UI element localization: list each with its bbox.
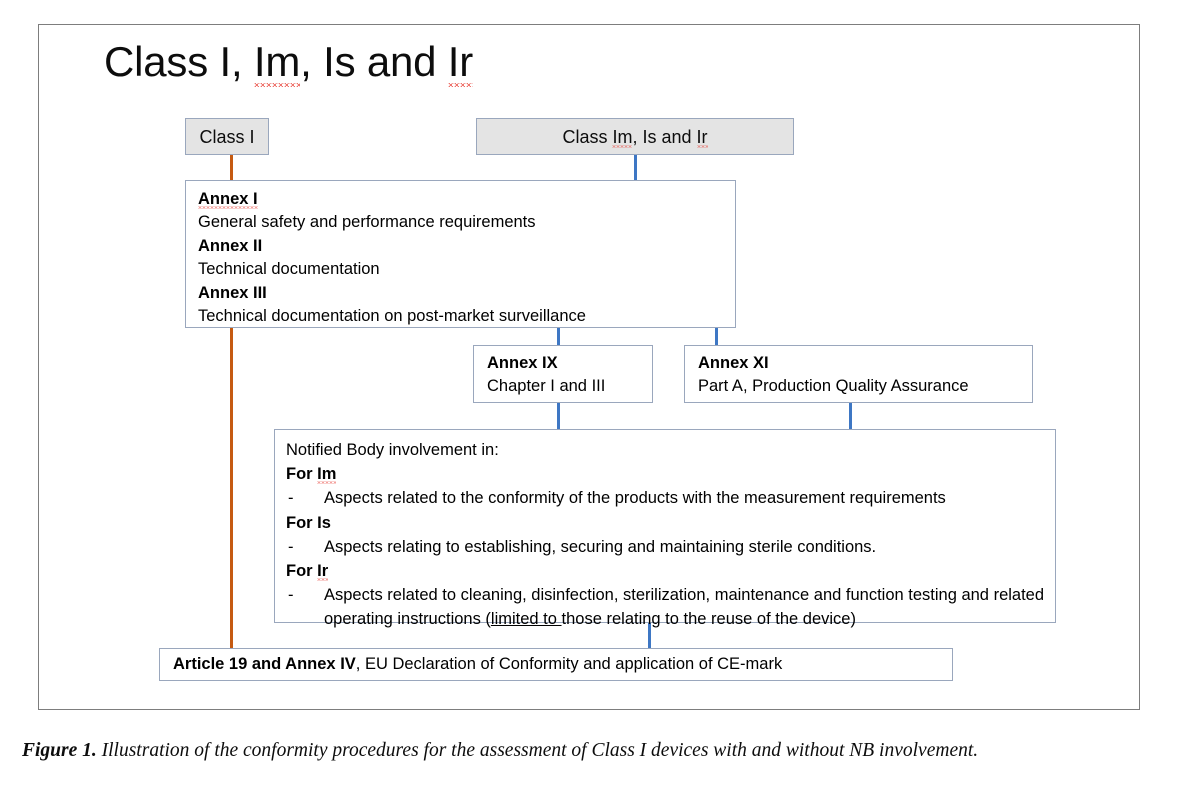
- diagram-title-part-1: Class I,: [104, 38, 254, 85]
- node-annex-xi: Annex XI Part A, Production Quality Assu…: [684, 345, 1033, 403]
- bullet-dash-icon: -: [288, 586, 294, 605]
- bullet-dash-icon: -: [288, 537, 294, 556]
- class-mir-part-1: Class: [562, 126, 613, 147]
- connector-class-i-to-annex-main: [230, 155, 233, 180]
- node-class-i-label: Class I: [199, 126, 255, 147]
- class-mir-part-2: Im: [612, 126, 633, 147]
- connector-annex-ix-to-notified-body: [557, 403, 560, 429]
- connector-annex-main-to-article: [230, 328, 233, 648]
- nb-intro: Notified Body involvement in:: [286, 441, 499, 459]
- figure-caption-label: Figure 1.: [22, 740, 97, 761]
- article-19-text: Article 19 and Annex IV, EU Declaration …: [173, 655, 782, 674]
- article-19-rest: , EU Declaration of Conformity and appli…: [355, 655, 783, 673]
- node-class-im-is-ir: Class Im, Is and Ir: [476, 118, 794, 155]
- figure-caption: Figure 1. Illustration of the conformity…: [22, 736, 1156, 765]
- nb-bullet-im-1-text: Aspects related to the conformity of the…: [324, 489, 946, 508]
- figure-caption-text: Illustration of the conformity procedure…: [96, 740, 979, 761]
- annex-ix-body: Chapter I and III: [487, 377, 606, 396]
- annex-main-line-annex-iii-desc: Technical documentation on post-market s…: [198, 307, 586, 326]
- nb-bullet-ir-1-text: Aspects related to cleaning, disinfectio…: [324, 586, 1045, 629]
- annex-main-line-annex-ii-desc: Technical documentation: [198, 260, 380, 279]
- article-19-bold-prefix: Article 19 and Annex IV: [173, 655, 356, 673]
- diagram-title: Class I, Im, Is and Ir: [104, 36, 473, 88]
- nb-bullet-im-1: - Aspects related to the conformity of t…: [286, 486, 1055, 510]
- nb-bullet-ir-1: - Aspects related to cleaning, disinfect…: [286, 583, 1055, 631]
- node-annex-main: Annex I General safety and performance r…: [185, 180, 736, 328]
- annex-main-line-annex-ii: Annex II: [198, 236, 263, 255]
- nb-heading-for-im: For Im: [286, 465, 337, 484]
- diagram-title-part-2: Im: [253, 38, 301, 85]
- connector-annex-xi-to-notified-body: [849, 403, 852, 429]
- nb-bullet-is-1-text: Aspects relating to establishing, securi…: [324, 537, 877, 556]
- annex-main-line-annex-i: Annex I: [198, 190, 258, 208]
- connector-annex-main-to-annex-xi: [715, 328, 718, 345]
- connector-notified-body-to-article: [648, 623, 651, 648]
- class-mir-part-4: Ir: [696, 126, 708, 147]
- node-article-19: Article 19 and Annex IV, EU Declaration …: [159, 648, 953, 681]
- node-notified-body: Notified Body involvement in: For Im - A…: [274, 429, 1056, 628]
- class-mir-part-3: , Is and: [632, 126, 697, 147]
- node-class-i: Class I: [185, 118, 269, 155]
- node-class-im-is-ir-label: Class Im, Is and Ir: [562, 125, 708, 149]
- diagram-title-part-3: , Is and: [300, 38, 448, 85]
- diagram-title-part-4: Ir: [447, 38, 474, 85]
- nb-bullet-is-1: - Aspects relating to establishing, secu…: [286, 535, 1055, 559]
- annex-xi-heading: Annex XI: [698, 354, 769, 372]
- nb-heading-for-is: For Is: [286, 513, 331, 532]
- annex-ix-heading: Annex IX: [487, 354, 558, 372]
- node-annex-ix: Annex IX Chapter I and III: [473, 345, 653, 403]
- connector-annex-main-to-annex-ix: [557, 328, 560, 345]
- connector-class-mir-to-annex-main: [634, 155, 637, 180]
- bullet-dash-icon: -: [288, 489, 294, 508]
- nb-heading-for-ir: For Ir: [286, 562, 329, 581]
- annex-main-line-annex-i-desc: General safety and performance requireme…: [198, 213, 536, 232]
- annex-main-line-annex-iii: Annex III: [198, 283, 267, 302]
- annex-xi-body: Part A, Production Quality Assurance: [698, 377, 969, 396]
